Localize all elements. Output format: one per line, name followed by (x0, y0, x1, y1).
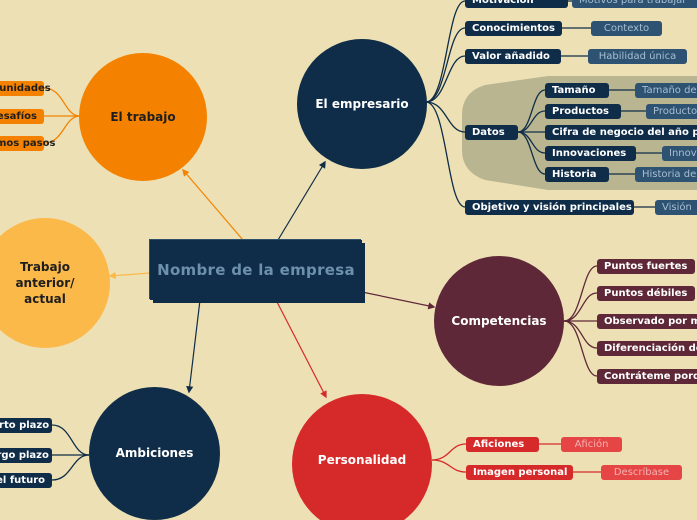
topic-historia[interactable]: Historia (545, 167, 609, 182)
topic-imagen-personal[interactable]: Imagen personal (466, 465, 573, 480)
value-innovacion[interactable]: Innovación (662, 146, 697, 161)
value-habilidad-unica[interactable]: Habilidad única (588, 49, 687, 64)
value-productos[interactable]: Productos (646, 104, 697, 119)
topic-puntos-debiles[interactable]: Puntos débiles (597, 286, 695, 301)
topic-puntos-fuertes[interactable]: Puntos fuertes (597, 259, 695, 274)
branch-personalidad[interactable]: Personalidad (292, 394, 432, 520)
topic-desafios[interactable]: Desafíos (0, 109, 44, 124)
branch-ambiciones[interactable]: Ambiciones (89, 387, 220, 520)
value-motivacion[interactable]: Motivos para trabajar (572, 0, 697, 8)
topic-innovaciones[interactable]: Innovaciones (545, 146, 636, 161)
topic-datos[interactable]: Datos (465, 125, 518, 140)
topic-corto-plazo[interactable]: A corto plazo (0, 418, 52, 433)
topic-conocimientos[interactable]: Conocimientos (465, 21, 562, 36)
topic-productos[interactable]: Productos (545, 104, 621, 119)
topic-valor-anadido[interactable]: Valor añadido (465, 49, 561, 64)
branch-el-trabajo[interactable]: El trabajo (79, 53, 207, 181)
topic-largo-plazo[interactable]: A largo plazo (0, 448, 52, 463)
topic-proximos-pasos[interactable]: Próximos pasos (0, 136, 55, 151)
topic-oportunidades[interactable]: Oportunidades (0, 81, 51, 96)
value-tamano[interactable]: Tamaño de (635, 83, 697, 98)
topic-en-el-futuro[interactable]: En el futuro (0, 473, 52, 488)
topic-diferenciacion[interactable]: Diferenciación del resto (597, 341, 697, 356)
topic-observado-colegas[interactable]: Observado por mis colegas (597, 314, 697, 329)
topic-contrateme[interactable]: Contráteme porque (597, 369, 697, 384)
value-contexto[interactable]: Contexto (591, 21, 662, 36)
topic-motivacion[interactable]: Motivación (465, 0, 568, 8)
value-vision[interactable]: Visión (655, 200, 697, 215)
branch-competencias[interactable]: Competencias (434, 256, 564, 386)
value-describase[interactable]: Descríbase (601, 465, 682, 480)
central-topic-title: Nombre de la empresa (157, 261, 355, 279)
central-topic[interactable]: Nombre de la empresa (150, 240, 362, 300)
topic-aficiones[interactable]: Aficiones (466, 437, 539, 452)
branch-el-empresario[interactable]: El empresario (297, 39, 427, 169)
topic-objetivo-vision[interactable]: Objetivo y visión principales (465, 200, 634, 215)
branch-trabajo-anterior[interactable]: Trabajo anterior/ actual (0, 218, 110, 348)
value-historia[interactable]: Historia de (635, 167, 697, 182)
value-aficion[interactable]: Afición (561, 437, 622, 452)
topic-tamano[interactable]: Tamaño (545, 83, 609, 98)
topic-cifra-negocio[interactable]: Cifra de negocio del año pasado (545, 125, 697, 140)
